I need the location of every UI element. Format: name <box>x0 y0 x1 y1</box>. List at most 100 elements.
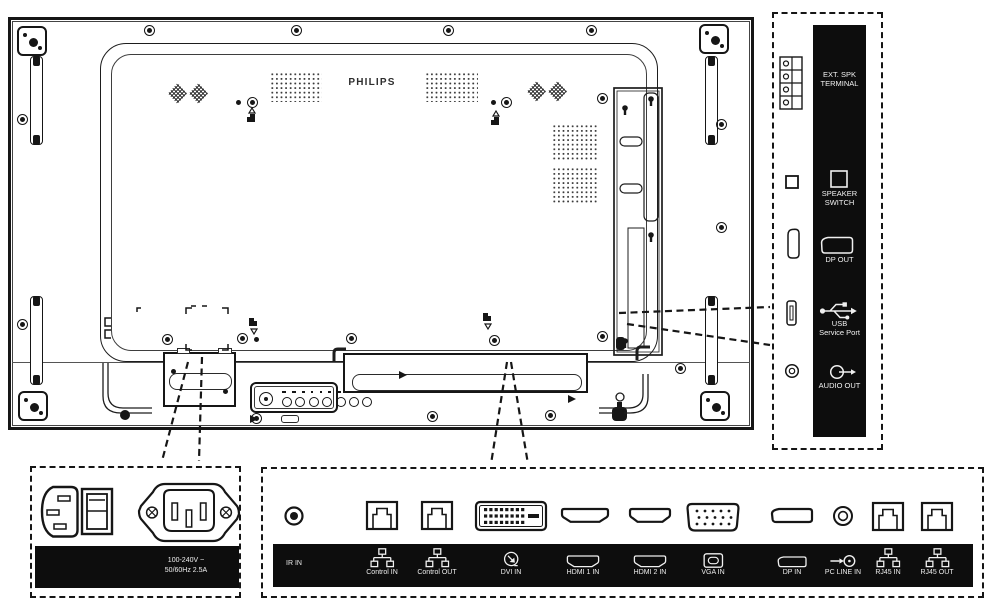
port-label: RJ45 OUT <box>920 569 954 576</box>
port-dvi-in: DVI IN <box>500 547 522 577</box>
screw <box>443 25 454 36</box>
port-pc-line-in: PC LINE IN <box>825 547 861 577</box>
monitor-frame-inner-line <box>12 21 750 426</box>
rj45-network-icon <box>370 547 394 568</box>
port-control-out: Control OUT <box>417 547 457 577</box>
vent-grille <box>425 72 478 102</box>
corner-bracket <box>18 391 48 421</box>
power-inlet-area <box>163 352 236 407</box>
vent-grille <box>552 124 598 160</box>
screw <box>346 333 357 344</box>
rj45-network-icon <box>425 547 449 568</box>
power-tab <box>177 348 190 354</box>
carry-handle <box>30 296 43 385</box>
vent-grille <box>552 167 598 203</box>
screw-dot <box>236 100 241 105</box>
screw <box>251 413 262 424</box>
corner-bracket <box>17 26 47 56</box>
dvi-icon <box>502 547 521 568</box>
io-callout-box <box>261 467 984 598</box>
screw <box>17 114 28 125</box>
corner-bracket <box>700 391 730 421</box>
port-rj45-out: RJ45 OUT <box>920 547 954 577</box>
io-strip-slot <box>352 374 582 391</box>
screw <box>675 363 686 374</box>
power-rating-strip <box>35 546 239 588</box>
port-label: HDMI 2 IN <box>633 569 667 576</box>
screw <box>489 335 500 346</box>
side-port-label: DP OUT <box>825 255 854 264</box>
port-label: HDMI 1 IN <box>566 569 600 576</box>
io-label-strip <box>273 544 973 587</box>
vent-grille <box>548 81 567 102</box>
vent-grille <box>527 81 546 102</box>
side-port-label: SPEAKER <box>821 189 858 198</box>
port-control-in: Control IN <box>366 547 398 577</box>
io-connector-strip <box>343 353 588 393</box>
keypad-marks <box>282 391 341 394</box>
vent-grille <box>270 72 322 102</box>
vent-grille <box>189 83 208 104</box>
carry-handle <box>30 56 43 145</box>
screw <box>716 119 727 130</box>
carry-handle <box>705 296 718 385</box>
rj45-network-icon <box>876 547 900 568</box>
side-port-label: SWITCH <box>824 197 855 207</box>
port-label: Control OUT <box>417 569 457 576</box>
power-rating-line2: 50/60Hz 2.5A <box>164 567 208 574</box>
port-label: RJ45 IN <box>875 569 901 576</box>
side-port-label: AUDIO OUT <box>818 381 861 390</box>
screw <box>247 97 258 108</box>
corner-bracket <box>699 24 729 54</box>
screw <box>144 25 155 36</box>
keypad-knob[interactable] <box>259 392 273 406</box>
audio-line-in-icon <box>830 547 856 568</box>
keypad-face <box>254 386 334 409</box>
screw <box>716 222 727 233</box>
screw <box>501 97 512 108</box>
displayport-icon <box>777 547 807 568</box>
carry-handle <box>705 56 718 145</box>
power-tab <box>218 348 232 354</box>
screw <box>597 93 608 104</box>
screw <box>586 25 597 36</box>
screw <box>545 410 556 421</box>
port-hdmi-2-in: HDMI 2 IN <box>633 547 667 577</box>
keypad-connector <box>281 415 299 423</box>
port-dp-in: DP IN <box>777 547 807 577</box>
screw <box>237 333 248 344</box>
screw <box>597 331 608 342</box>
side-port-label: USB <box>831 319 848 328</box>
screw-dot <box>491 100 496 105</box>
power-rating-line1: 100-240V ~ <box>167 557 205 564</box>
side-port-label: TERMINAL <box>820 79 859 88</box>
hdmi-icon <box>566 547 600 568</box>
port-label: Control IN <box>366 569 398 576</box>
vent-grille <box>168 83 187 104</box>
screw <box>17 319 28 330</box>
side-io-callout-box <box>772 12 883 450</box>
side-port-label: EXT. SPK <box>823 70 856 79</box>
side-port-label: Service Port <box>819 328 860 337</box>
control-keypad[interactable] <box>250 382 373 413</box>
screw <box>162 334 173 345</box>
screw <box>427 411 438 422</box>
port-hdmi-1-in: HDMI 1 IN <box>566 547 600 577</box>
port-label: DP IN <box>782 569 802 576</box>
port-ir-in: IR IN <box>286 559 302 568</box>
keypad-buttons[interactable] <box>282 397 373 407</box>
philips-logo: PHILIPS <box>348 77 396 88</box>
rj45-network-icon <box>925 547 949 568</box>
port-rj45-in: RJ45 IN <box>875 547 901 577</box>
marker-dot <box>171 369 176 374</box>
hdmi-icon <box>633 547 667 568</box>
port-vga-in: VGA IN <box>701 547 725 577</box>
port-label: DVI IN <box>500 569 522 576</box>
power-slot <box>169 373 232 390</box>
screw <box>291 25 302 36</box>
vga-icon <box>703 547 723 568</box>
marker-dot <box>223 389 228 394</box>
port-label: PC LINE IN <box>824 569 862 576</box>
port-label: VGA IN <box>701 569 725 576</box>
screw-dot <box>254 337 259 342</box>
